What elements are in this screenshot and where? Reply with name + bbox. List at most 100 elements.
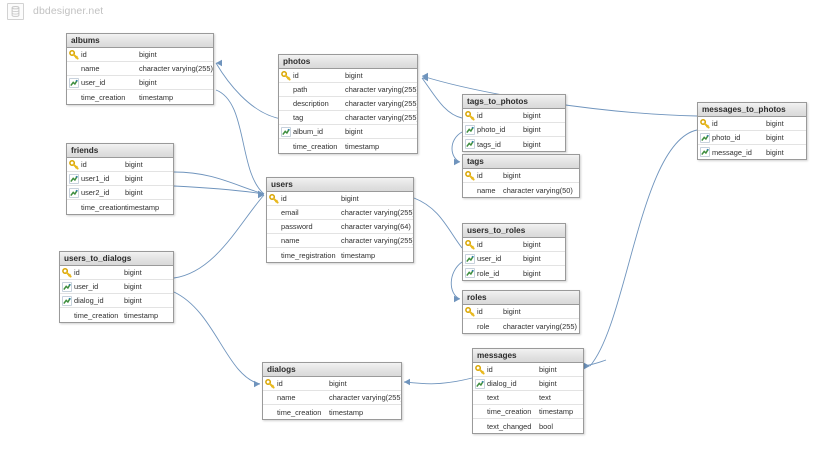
relation-line [215, 62, 283, 120]
app-header: dbdesigner.net [0, 0, 830, 22]
column-name: time_creation [487, 407, 532, 416]
column-type: character varying(255) [345, 113, 417, 122]
foreign-key-icon [60, 280, 74, 294]
no-key-spacer [67, 200, 81, 214]
column-type: bigint [523, 125, 541, 134]
relation-line [173, 194, 265, 279]
column-type: bigint [523, 268, 541, 278]
key-icon [263, 377, 277, 391]
no-key-spacer [473, 405, 487, 419]
relation-line [403, 377, 473, 385]
column-type: bigint [125, 174, 143, 183]
key-icon [473, 363, 487, 377]
no-key-spacer [463, 183, 477, 197]
column-type: character varying(50) [503, 185, 573, 195]
no-key-spacer [67, 90, 81, 104]
column-type: character varying(255) [503, 321, 577, 331]
column-name: time_creation [81, 92, 126, 102]
column-name: id [81, 160, 87, 169]
key-icon [267, 192, 281, 206]
relation-arrowhead [258, 190, 264, 198]
column-type: bigint [125, 160, 143, 169]
column-name: photo_id [477, 125, 506, 134]
column-name: id [281, 194, 287, 203]
no-key-spacer [267, 248, 281, 262]
key-icon [463, 305, 477, 319]
key-icon [463, 109, 477, 123]
table-row[interactable]: photo_id bigint [463, 123, 565, 137]
table-row[interactable]: id bigint [67, 158, 173, 172]
column-type: bigint [523, 240, 541, 249]
table-row[interactable]: id bigint [463, 238, 565, 252]
column-name: id [477, 111, 483, 120]
table-row[interactable]: id bigint [267, 192, 413, 206]
no-key-spacer [267, 234, 281, 248]
column-name: id [477, 240, 483, 249]
column-name: id [74, 268, 80, 277]
column-type: bigint [139, 78, 157, 87]
no-key-spacer [267, 206, 281, 220]
column-type: bigint [341, 194, 359, 203]
key-icon [60, 266, 74, 280]
column-name: password [281, 222, 313, 231]
foreign-key-icon [463, 266, 477, 280]
column-name: name [281, 236, 300, 245]
relation-arrowhead [422, 74, 428, 82]
column-name: id [477, 171, 483, 180]
relation-line [450, 261, 463, 300]
